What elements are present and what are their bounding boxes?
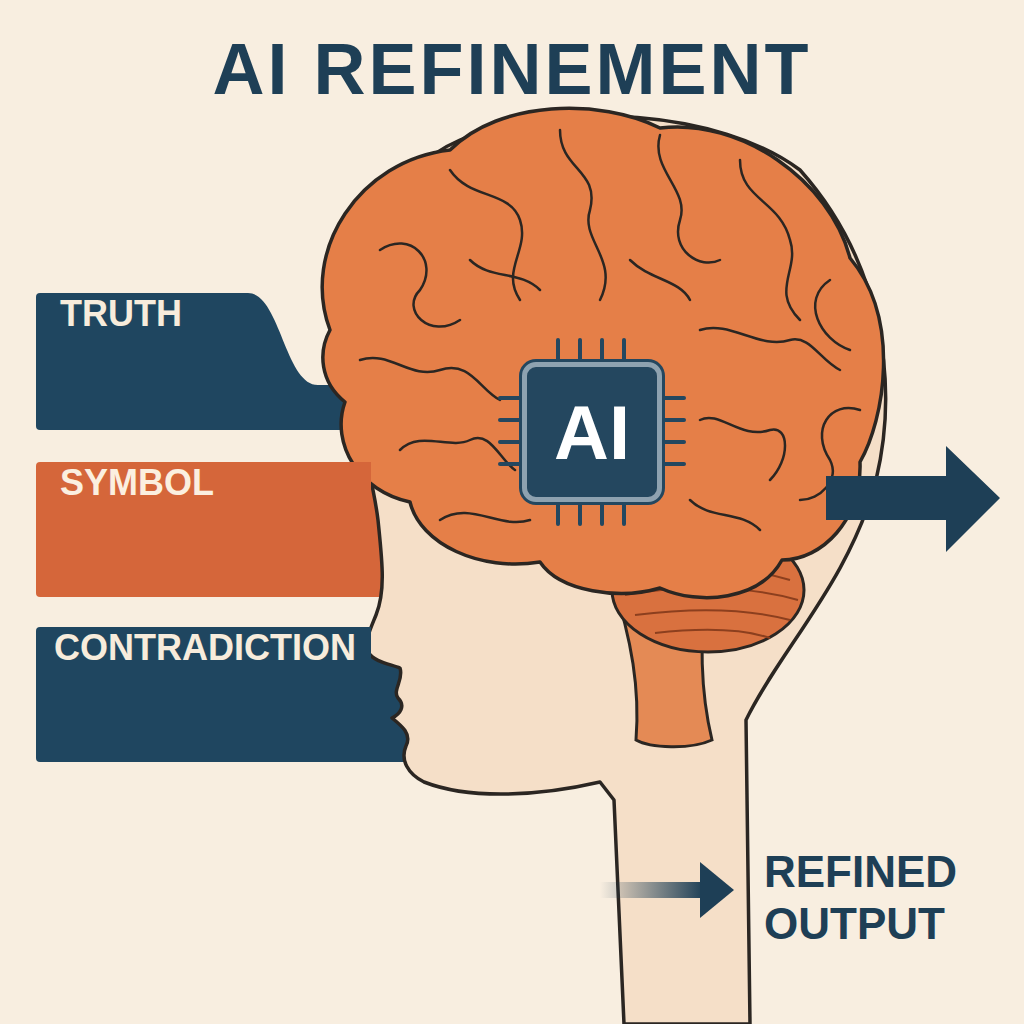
chip-pins [500, 340, 684, 524]
band-label: TRUTH [60, 293, 182, 334]
brain-folds [360, 130, 860, 530]
band-label: CONTRADICTION [54, 627, 356, 668]
output-arrow [826, 446, 1000, 552]
ai-chip: AI [522, 362, 662, 502]
diagram-title: AI REFINEMENT [0, 28, 1024, 110]
chip-label: AI [554, 389, 630, 476]
output-arrow-shaft [600, 882, 704, 898]
output-arrow-head [700, 862, 734, 918]
input-band: SYMBOL [36, 462, 371, 597]
brain [322, 108, 883, 597]
input-band: TRUTH [36, 293, 240, 430]
band-label: SYMBOL [60, 462, 214, 503]
input-band: CONTRADICTION [36, 627, 371, 762]
output-label: REFINED OUTPUT [764, 846, 1004, 950]
